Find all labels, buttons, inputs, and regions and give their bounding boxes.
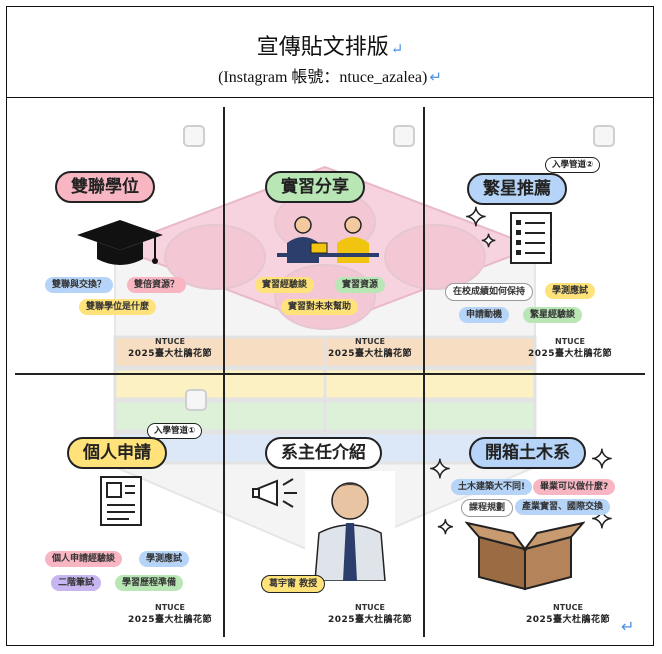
topic-tag: 學習歷程準備: [115, 575, 184, 591]
document-table: 宣傳貼文排版↵ (Instagram 帳號：ntuce_azalea)↵: [6, 6, 654, 646]
topic-tag: 課程規劃: [461, 499, 514, 517]
post-title: 開箱土木系: [469, 437, 586, 469]
post-grid: 雙聯學位 雙聯與交換？ 雙倍資源？ 雙聯學位是什麼 NTUCE 2025臺大杜鵑…: [15, 107, 645, 637]
post-title: 繁星推薦: [467, 173, 567, 205]
multi-image-icon: [185, 389, 207, 411]
open-box-icon: [465, 521, 585, 591]
return-mark: ↵: [621, 617, 635, 636]
festival-logo: NTUCE 2025臺大杜鵑花節: [325, 337, 415, 359]
footer-text: 2025臺大杜鵑花節: [527, 349, 613, 359]
post-unbox-department[interactable]: 開箱土木系 ✦ ✦ ✦ ✦ 土木建築大不同! 畢業可以做什麼? 課程規劃 產業實…: [425, 375, 634, 639]
post-title: 系主任介紹: [265, 437, 382, 469]
topic-tag: 二階筆試: [51, 575, 102, 591]
post-department-chair[interactable]: 系主任介紹 葛宇甯 教授 NTUCE 2025臺大杜鵑花節: [225, 375, 425, 639]
topic-tag: 雙聯與交換？: [45, 277, 114, 293]
sparkle-icon: ✦: [436, 514, 454, 540]
post-internship[interactable]: 實習分享 實習經驗談 實習資源 實習對未來幫助 NTUCE 2025臺大杜鵑花節: [225, 107, 425, 371]
professor-photo: [305, 471, 395, 581]
post-title: 雙聯學位: [55, 171, 155, 203]
festival-logo: NTUCE 2025臺大杜鵑花節: [125, 337, 215, 359]
topic-tag: 產業實習、國際交換: [515, 499, 611, 515]
topic-tag: 雙倍資源？: [127, 277, 187, 293]
resume-icon: [100, 476, 142, 526]
multi-image-icon: [393, 125, 415, 147]
admission-badge: 入學管道①: [147, 423, 203, 439]
post-star-plan[interactable]: 入學管道② 繁星推薦 ✦ ✦ 在校成績如何保持 學測應試 申請動機 繁星經驗談 …: [425, 107, 625, 371]
header-cell: 宣傳貼文排版↵ (Instagram 帳號：ntuce_azalea)↵: [7, 7, 653, 98]
festival-logo: NTUCE 2025臺大杜鵑花節: [125, 603, 215, 625]
sparkle-icon: ✦: [428, 454, 451, 486]
grid-divider-vertical: [423, 107, 425, 637]
grid-divider-vertical: [223, 107, 225, 637]
topic-tag: 申請動機: [459, 307, 510, 323]
topic-tag: 土木建築大不同!: [451, 479, 533, 495]
topic-tag: 雙聯學位是什麼: [79, 299, 157, 315]
interns-icon: [277, 216, 379, 263]
megaphone-icon: [252, 478, 297, 508]
grid-divider-horizontal: [15, 373, 645, 375]
topic-tag: 學測應試: [139, 551, 190, 567]
post-double-degree[interactable]: 雙聯學位 雙聯與交換？ 雙倍資源？ 雙聯學位是什麼 NTUCE 2025臺大杜鵑…: [15, 107, 215, 371]
multi-image-icon: [593, 125, 615, 147]
multi-image-icon: [183, 125, 205, 147]
topic-tag: 實習對未來幫助: [281, 299, 359, 315]
topic-tag: 個人申請經驗談: [45, 551, 123, 567]
topic-tag: 在校成績如何保持: [445, 283, 534, 301]
footer-text: 2025臺大杜鵑花節: [525, 615, 611, 625]
post-title: 個人申請: [67, 437, 167, 469]
sparkle-icon: ✦: [464, 202, 487, 234]
post-personal-application[interactable]: 入學管道① 個人申請 個人申請經驗談 學測應試 二階筆試 學習歷程準備 NTUC…: [15, 375, 215, 639]
festival-logo: NTUCE 2025臺大杜鵑花節: [525, 337, 615, 359]
topic-tag: 實習經驗談: [255, 277, 315, 293]
admission-badge: 入學管道②: [545, 157, 601, 173]
festival-logo: NTUCE 2025臺大杜鵑花節: [325, 603, 415, 625]
graduation-cap-icon: [77, 220, 163, 265]
topic-tag: 實習資源: [335, 277, 386, 293]
footer-text: 2025臺大杜鵑花節: [127, 349, 213, 359]
footer-text: 2025臺大杜鵑花節: [327, 349, 413, 359]
topic-tag: 畢業可以做什麼?: [533, 479, 616, 495]
topic-tag: 學測應試: [545, 283, 596, 299]
sparkle-icon: ✦: [480, 230, 497, 253]
professor-name-tag: 葛宇甯 教授: [261, 575, 326, 593]
post-title: 實習分享: [265, 171, 365, 203]
footer-text: 2025臺大杜鵑花節: [327, 615, 413, 625]
page-subtitle: (Instagram 帳號：ntuce_azalea)↵: [218, 69, 442, 86]
return-mark: ↵: [390, 40, 404, 58]
footer-text: 2025臺大杜鵑花節: [127, 615, 213, 625]
return-mark: ↵: [429, 70, 442, 86]
festival-logo: NTUCE 2025臺大杜鵑花節: [523, 603, 613, 625]
topic-tag: 繁星經驗談: [523, 307, 583, 323]
page-title: 宣傳貼文排版↵: [256, 35, 404, 60]
checklist-icon: [510, 212, 552, 264]
sparkle-icon: ✦: [590, 444, 613, 476]
